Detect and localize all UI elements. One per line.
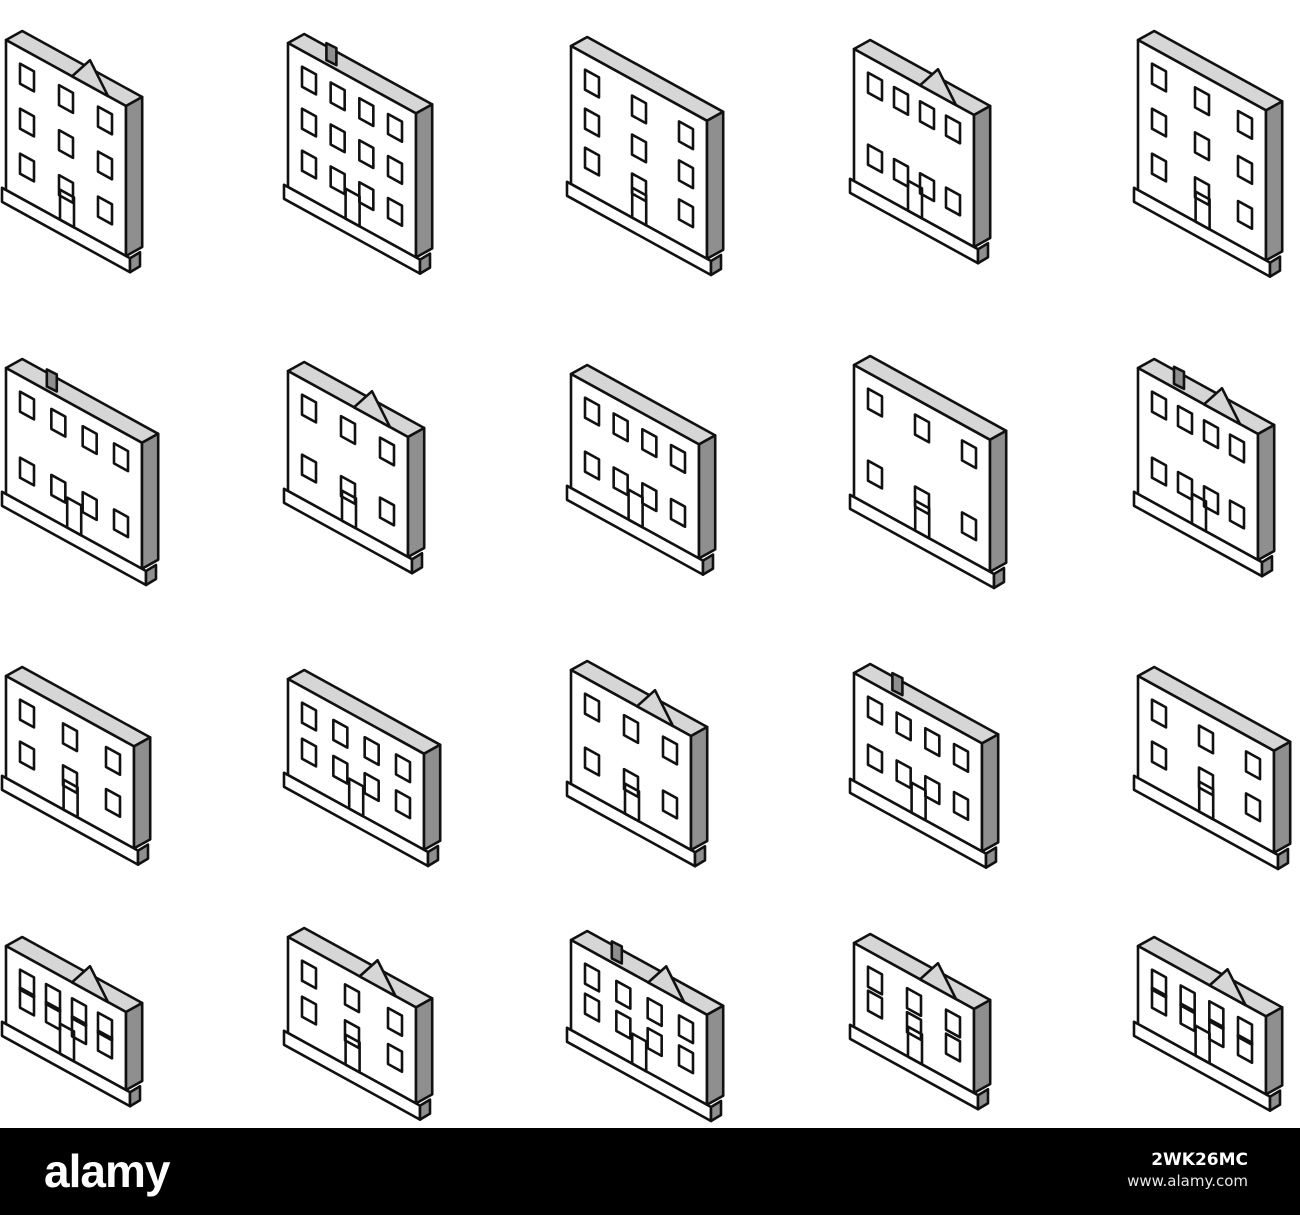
dormer-house-icon xyxy=(848,662,1000,869)
gabled-houses-icon xyxy=(1132,357,1276,578)
apartment-tower-icon xyxy=(282,32,434,275)
site-url: www.alamy.com xyxy=(1127,1172,1248,1190)
ranch-house-icon xyxy=(282,926,434,1121)
building-icons-grid xyxy=(0,29,1292,1123)
image-id: 2WK26MC xyxy=(1151,1150,1248,1170)
tenement-building-icon xyxy=(565,363,717,576)
twin-gable-house-icon xyxy=(565,659,709,868)
footer-bar: alamy 2WK26MC www.alamy.com xyxy=(0,1128,1300,1215)
shopfront-row-icon xyxy=(1132,665,1292,871)
split-level-house-icon xyxy=(565,929,725,1123)
office-block-icon xyxy=(0,29,144,274)
townhouse-row-icon xyxy=(0,357,160,587)
single-storey-house-icon xyxy=(1132,29,1284,278)
columned-hall-icon xyxy=(282,668,442,868)
brick-building-icon xyxy=(565,35,725,277)
victorian-mansion-icon xyxy=(1132,935,1284,1112)
terrace-house-icon xyxy=(0,665,152,866)
alamy-logo: alamy xyxy=(44,1145,170,1197)
footer-right-text: 2WK26MC www.alamy.com xyxy=(868,1150,1248,1192)
bungalow-row-icon xyxy=(0,935,144,1108)
barn-house-icon xyxy=(848,932,992,1111)
manor-house-icon xyxy=(282,360,426,575)
cottage-house-icon xyxy=(848,38,992,265)
modern-duplex-icon xyxy=(848,354,1008,590)
